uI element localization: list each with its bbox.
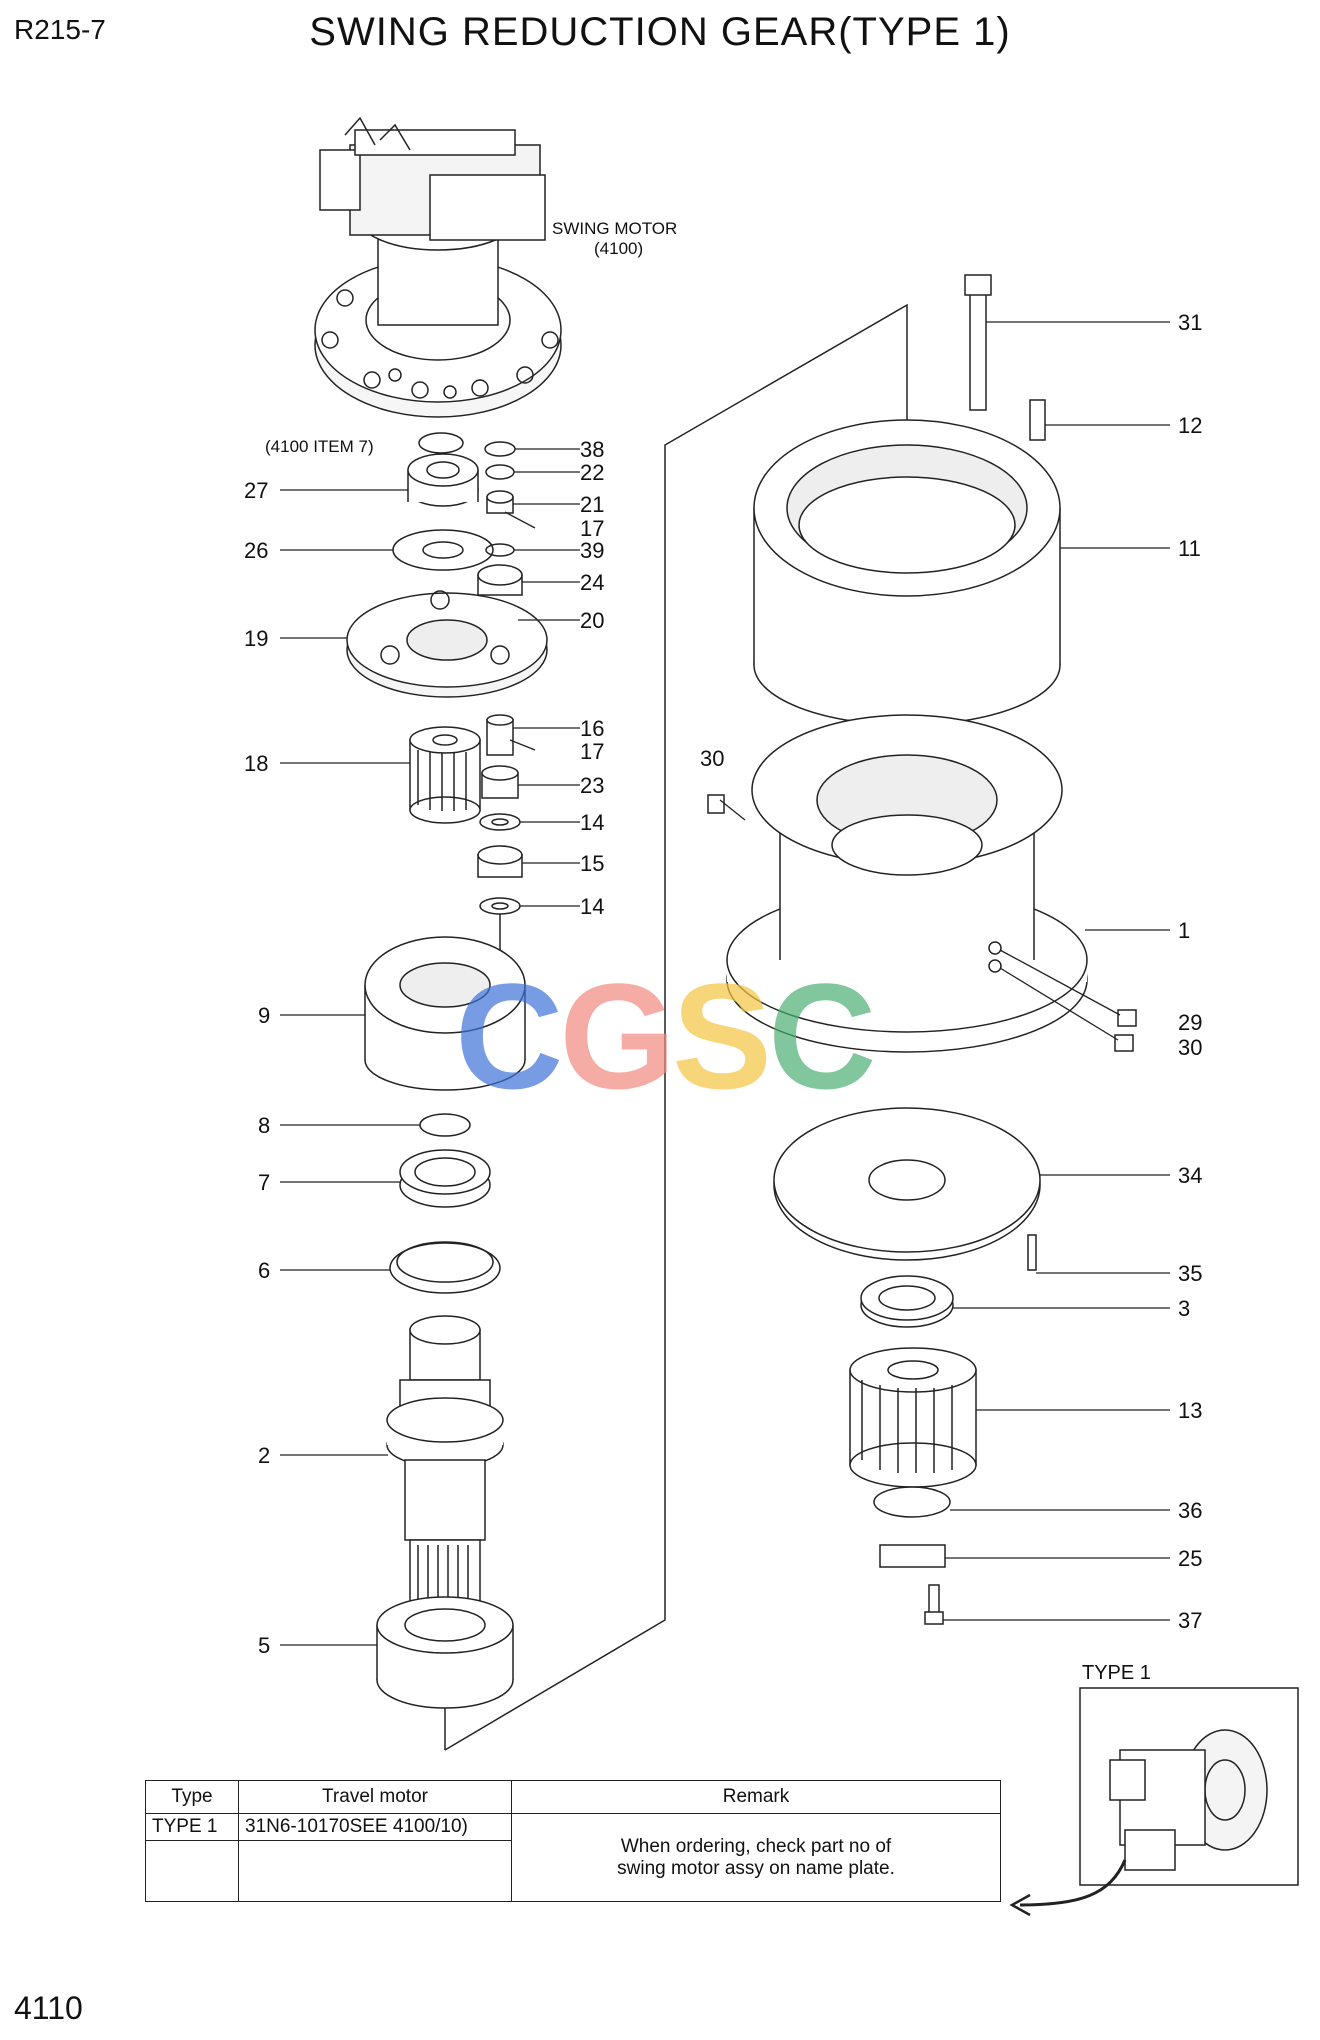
callout-26: 26 (244, 538, 269, 563)
callout-5: 5 (258, 1633, 271, 1658)
callout-29: 29 (1178, 1010, 1203, 1035)
callout-20: 20 (580, 608, 605, 633)
callout-19: 19 (244, 626, 269, 651)
callout-15: 15 (580, 851, 605, 876)
callout-6: 6 (258, 1258, 271, 1283)
watermark: CGSC (455, 950, 876, 1123)
type1-motor-illustration (1109, 1729, 1268, 1871)
callout-22: 22 (580, 460, 605, 485)
type1-label: TYPE 1 (1082, 1662, 1151, 1684)
callout-18: 18 (244, 751, 269, 776)
callout-25: 25 (1178, 1546, 1203, 1571)
page-number: 4110 (14, 1990, 83, 2026)
watermark-letter-4: C (768, 952, 876, 1120)
cell-type: TYPE 1 (145, 1813, 239, 1841)
callout-11: 11 (1178, 536, 1201, 561)
callout-3: 3 (1178, 1296, 1191, 1321)
header-type: Type (145, 1780, 239, 1814)
callout-1: 1 (1178, 918, 1191, 943)
swing-motor-code: (4100) (594, 239, 644, 258)
callout-13: 13 (1178, 1398, 1203, 1423)
callout-16: 16 (580, 716, 605, 741)
callout-35: 35 (1178, 1261, 1203, 1286)
right-parts-stack (707, 274, 1137, 1625)
table-row-empty (145, 1840, 1001, 1902)
callout-12: 12 (1178, 413, 1203, 438)
callout-14a: 14 (580, 810, 605, 835)
callout-8: 8 (258, 1113, 271, 1138)
callout-23: 23 (580, 773, 605, 798)
callout-30b: 30 (1178, 1035, 1203, 1060)
remark-line-2: swing motor assy on name plate. (617, 1857, 895, 1879)
watermark-letter-3: S (672, 952, 772, 1120)
callout-34: 34 (1178, 1163, 1203, 1188)
item-reference: (4100 ITEM 7) (265, 437, 374, 456)
pointer-arrow (1019, 1859, 1127, 1907)
swing-motor-illustration (314, 116, 562, 418)
cell-motor: 31N6-10170SEE 4100/10) (238, 1813, 512, 1841)
model-code: R215-7 (14, 14, 106, 45)
callout-30a: 30 (700, 746, 725, 771)
watermark-letter-1: C (455, 952, 563, 1120)
callout-21: 21 (580, 492, 605, 517)
callout-17a: 17 (580, 516, 605, 541)
cell-remark: When ordering, check part no of swing mo… (511, 1813, 1001, 1902)
callout-9: 9 (258, 1003, 271, 1028)
parts-table: Type Travel motor Remark TYPE 1 31N6-101… (145, 1780, 1001, 1902)
callout-37: 37 (1178, 1608, 1203, 1633)
callout-2: 2 (258, 1443, 271, 1468)
remark-line-1: When ordering, check part no of (620, 1835, 892, 1857)
page-title: SWING REDUCTION GEAR(TYPE 1) (309, 10, 1011, 54)
callout-38: 38 (580, 437, 605, 462)
callout-17b: 17 (580, 739, 605, 764)
header-travel-motor: Travel motor (238, 1780, 512, 1814)
callout-36: 36 (1178, 1498, 1203, 1523)
callout-24: 24 (580, 570, 605, 595)
header-remark: Remark (511, 1780, 1001, 1814)
table-header-row: Type Travel motor Remark (145, 1780, 1001, 1814)
callout-31: 31 (1178, 310, 1203, 335)
watermark-letter-2: G (559, 952, 676, 1120)
callout-39: 39 (580, 538, 605, 563)
table-row: TYPE 1 31N6-10170SEE 4100/10) When order… (145, 1813, 1001, 1902)
callout-27: 27 (244, 478, 269, 503)
leader-lines (280, 321, 1170, 1646)
assembly-guide-line (444, 303, 908, 1751)
swing-motor-label: SWING MOTOR (552, 219, 678, 238)
pointer-arrowhead (1009, 1893, 1031, 1917)
cell-empty-type (145, 1840, 239, 1902)
callout-14b: 14 (580, 894, 605, 919)
cell-empty-motor (238, 1840, 512, 1902)
callout-7: 7 (258, 1170, 271, 1195)
left-parts-stack (346, 432, 548, 1750)
